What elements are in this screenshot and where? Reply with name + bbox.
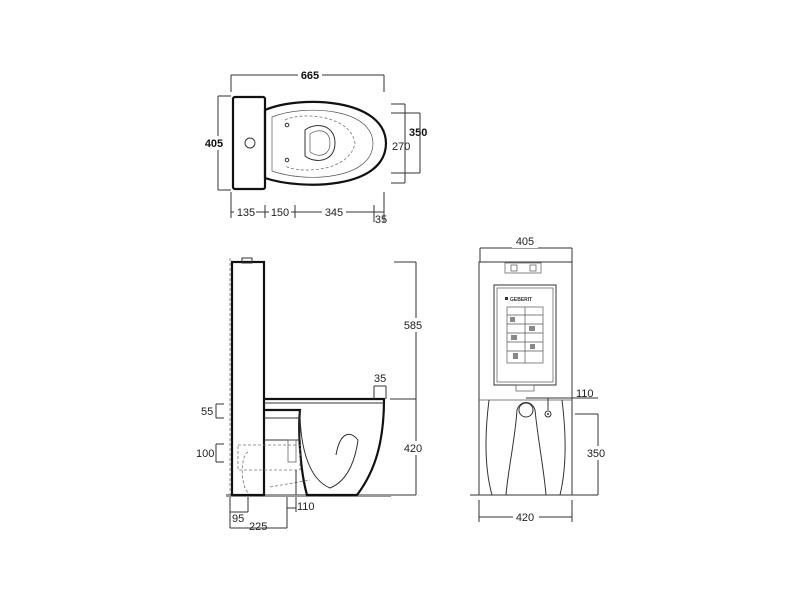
inlet-a-label: 55 (201, 406, 213, 418)
plan-tank (231, 95, 267, 191)
side-tank (230, 260, 266, 497)
seg-fixing-label: 150 (271, 207, 289, 219)
side-bowl (264, 397, 386, 497)
front-pedestal (485, 399, 566, 496)
seg-bowl-label: 345 (325, 207, 343, 219)
water-supply-valve (544, 410, 552, 418)
cistern-mechanism (506, 306, 544, 364)
seat-outer-width-label: 350 (409, 127, 427, 139)
plan-width-label: 405 (205, 138, 223, 150)
supply-height-label: 350 (587, 448, 605, 460)
bowl-height-label: 420 (404, 443, 422, 455)
supply-offset-label: 110 (576, 388, 594, 400)
outlet-offset-label: 225 (249, 521, 267, 533)
brand-label: GEBERIT (510, 297, 532, 303)
tank-height-label: 585 (404, 320, 422, 332)
tank-width-label: 405 (516, 236, 534, 248)
plan-seat (304, 125, 336, 161)
wall-offset-label: 95 (232, 513, 244, 525)
seg-tip-label: 35 (375, 214, 387, 226)
plan-length-label: 665 (301, 70, 319, 82)
side-view: 585 420 35 55 100 95 225 110 (196, 257, 425, 533)
seat-inner-width-label: 270 (392, 141, 410, 153)
rim-offset-label: 35 (374, 373, 386, 385)
plan-bowl (263, 100, 388, 186)
base-width-label: 420 (516, 512, 534, 524)
front-view: 405 GEBERIT (470, 234, 608, 524)
outlet-width-label: 110 (297, 501, 315, 513)
inlet-b-label: 100 (196, 448, 214, 460)
plan-view: 665 405 350 270 135 (202, 67, 427, 226)
seg-tank-label: 135 (237, 207, 255, 219)
plan-flush-button (244, 137, 256, 149)
front-trap (505, 402, 547, 496)
